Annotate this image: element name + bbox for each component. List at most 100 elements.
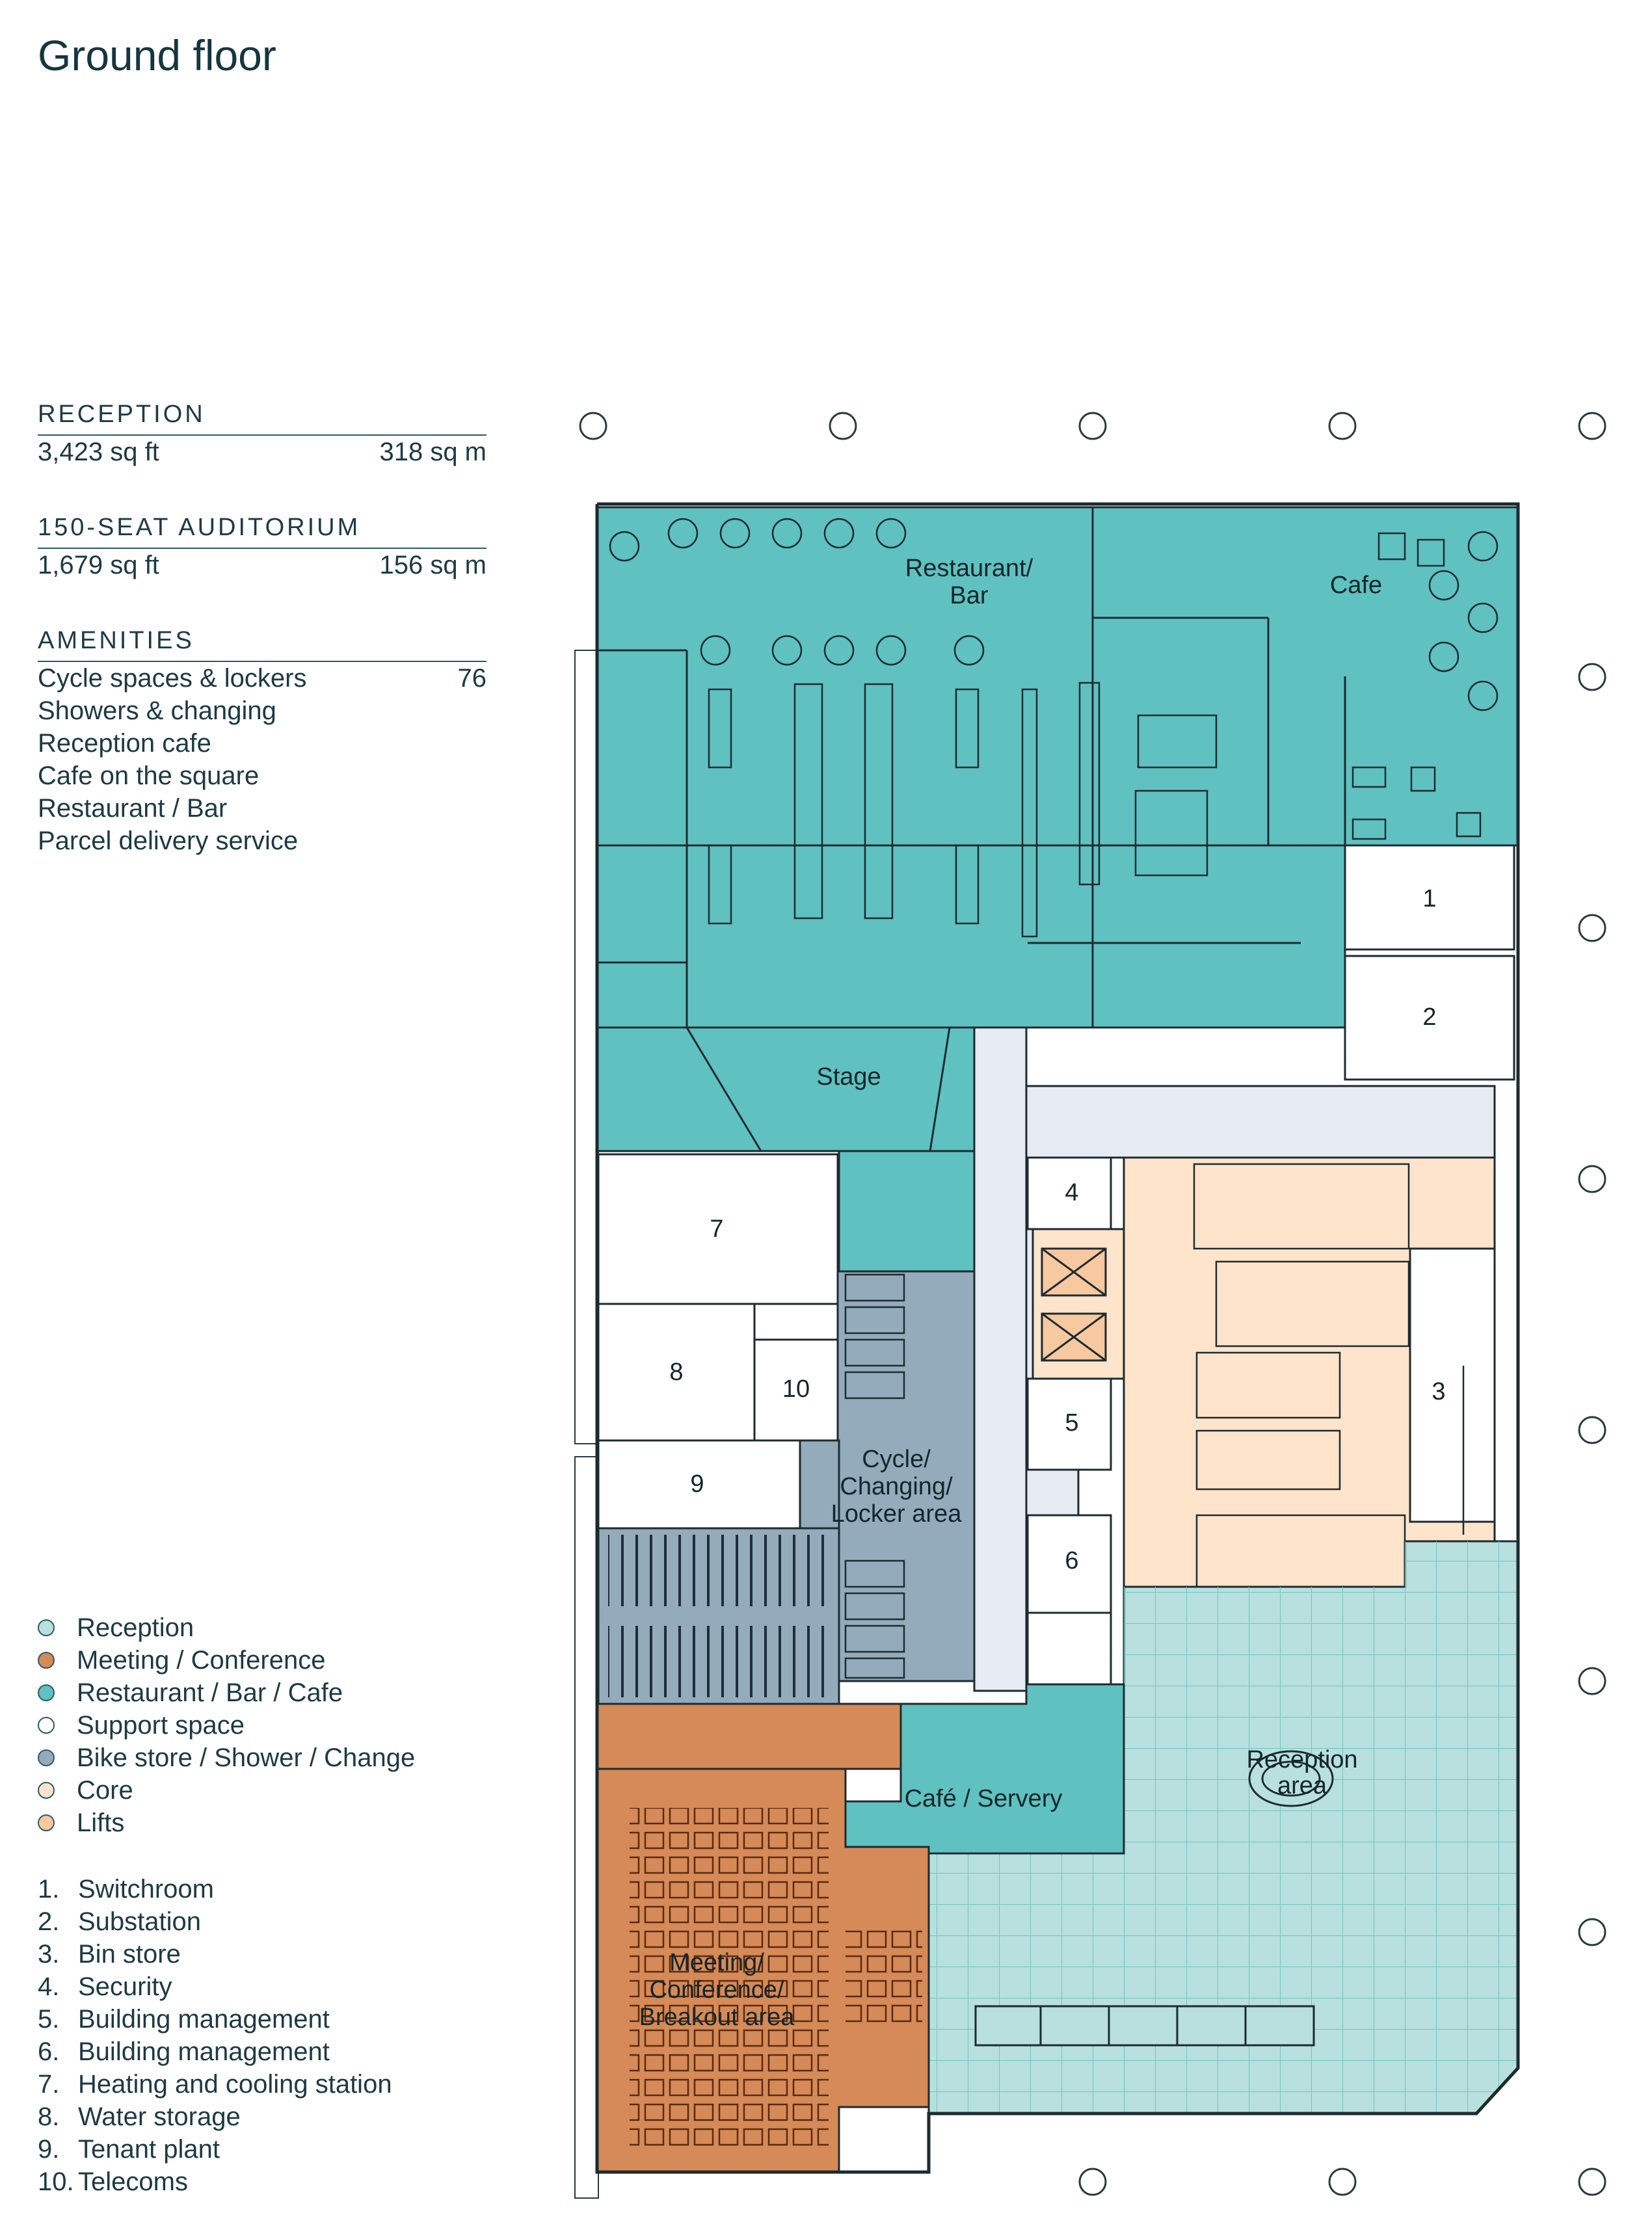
room-4 bbox=[1026, 1156, 1112, 1230]
key-number: 6. bbox=[38, 2037, 60, 2066]
amenity-item: Parcel delivery service bbox=[38, 827, 299, 855]
legend-label: Bike store / Shower / Change bbox=[77, 1743, 416, 1772]
reception-heading: RECEPTION bbox=[38, 398, 486, 436]
room-10 bbox=[753, 1338, 839, 1442]
room-3-label: 3 bbox=[1432, 1378, 1445, 1405]
meeting-label-2: Conference/ bbox=[649, 1976, 784, 2004]
key-item: 3. Bin store bbox=[38, 1938, 392, 1970]
stage-label: Stage bbox=[816, 1063, 881, 1091]
page-title: Ground floor bbox=[38, 31, 276, 79]
stage bbox=[685, 1026, 951, 1152]
legend-label: Lifts bbox=[77, 1808, 125, 1837]
key-label: Telecoms bbox=[78, 2168, 188, 2196]
auditorium-summary: 150-SEAT AUDITORIUM 1,679 sq ft 156 sq m bbox=[38, 511, 486, 581]
key-item: 1.Switchroom bbox=[38, 1873, 392, 1905]
legend-label: Restaurant / Bar / Cafe bbox=[77, 1678, 343, 1707]
lifts bbox=[1041, 1247, 1107, 1362]
room-7-label: 7 bbox=[710, 1215, 723, 1243]
support-rooms-west bbox=[597, 1153, 839, 1530]
key-label: Security bbox=[78, 1972, 172, 2001]
key-label: Tenant plant bbox=[78, 2135, 220, 2164]
cafe-servery-label: Café / Servery bbox=[905, 1785, 1063, 1812]
legend-item: Reception bbox=[38, 1611, 415, 1644]
legend-label: Support space bbox=[77, 1710, 245, 1740]
key-number: 3. bbox=[38, 1940, 60, 1969]
key-item: 2. Substation bbox=[38, 1905, 392, 1938]
key-number: 5. bbox=[38, 2005, 60, 2034]
key-number: 4. bbox=[38, 1972, 60, 2001]
building-outline bbox=[595, 502, 1520, 2174]
room-1 bbox=[1344, 844, 1515, 951]
amenity-item: Reception cafe bbox=[38, 729, 211, 758]
amenity-value: 76 bbox=[457, 664, 487, 693]
legend-swatch bbox=[38, 1684, 55, 1701]
key-label: Bin store bbox=[78, 1940, 181, 1969]
reception-area-label-2: area bbox=[1277, 1772, 1327, 1799]
key-label: Building management bbox=[78, 2005, 330, 2034]
support-rooms-east bbox=[1344, 844, 1515, 1081]
key-label: Heating and cooling station bbox=[78, 2070, 392, 2099]
key-number: 1. bbox=[38, 1875, 60, 1903]
legend-item: Lifts bbox=[38, 1807, 415, 1839]
key-number: 9. bbox=[38, 2135, 60, 2164]
amenities-summary: AMENITIES Cycle spaces & lockers 76 Show… bbox=[38, 624, 486, 857]
key-number: 8. bbox=[38, 2102, 60, 2131]
reception-sqft: 3,423 sq ft bbox=[38, 438, 159, 466]
auditorium-sqm: 156 sq m bbox=[379, 551, 486, 579]
room-6-label: 6 bbox=[1065, 1547, 1078, 1574]
room-6 bbox=[1026, 1514, 1112, 1614]
plan-labels: Restaurant/ Bar Cafe Stage Cycle/ Changi… bbox=[639, 555, 1446, 2031]
legend-label: Reception bbox=[77, 1613, 194, 1642]
key-item: 5. Building management bbox=[38, 2003, 392, 2036]
color-legend: Reception Meeting / Conference Restauran… bbox=[38, 1611, 415, 1839]
room-8-label: 8 bbox=[669, 1359, 683, 1386]
legend-item: Core bbox=[38, 1774, 415, 1807]
structural-columns bbox=[579, 412, 1606, 2196]
room-5 bbox=[1026, 1377, 1112, 1471]
auditorium-heading: 150-SEAT AUDITORIUM bbox=[38, 511, 486, 549]
amenity-item: Showers & changing bbox=[38, 696, 276, 725]
cycle-label-3: Locker area bbox=[831, 1500, 963, 1528]
key-item: 10.Telecoms bbox=[38, 2166, 392, 2198]
amenity-item: Cafe on the square bbox=[38, 762, 260, 790]
room-2-label: 2 bbox=[1422, 1003, 1436, 1031]
legend-swatch bbox=[38, 1782, 55, 1799]
room-key: 1.Switchroom 2. Substation 3. Bin store 4.… bbox=[38, 1873, 392, 2198]
room-10-label: 10 bbox=[782, 1375, 810, 1403]
room-9-label: 9 bbox=[690, 1470, 704, 1498]
room-8 bbox=[597, 1303, 756, 1442]
amenity-item: Restaurant / Bar bbox=[38, 794, 228, 823]
auditorium-area-row: 1,679 sq ft 156 sq m bbox=[38, 549, 486, 581]
cafe-label: Cafe bbox=[1330, 572, 1382, 599]
legend-item: Bike store / Shower / Change bbox=[38, 1742, 415, 1774]
key-item: 8.Water storage bbox=[38, 2101, 392, 2133]
legend-swatch bbox=[38, 1717, 55, 1734]
legend-label: Meeting / Conference bbox=[77, 1645, 326, 1675]
meeting-zone bbox=[596, 1703, 930, 2173]
restaurant-label-1: Restaurant/ bbox=[905, 555, 1033, 582]
room-5-label: 5 bbox=[1065, 1409, 1078, 1437]
reception-sqm: 318 sq m bbox=[379, 438, 486, 466]
facade-left bbox=[574, 650, 599, 2199]
meeting-label-3: Breakout area bbox=[639, 2004, 795, 2031]
reception-summary: RECEPTION 3,423 sq ft 318 sq m bbox=[38, 398, 486, 468]
room-2 bbox=[1344, 955, 1515, 1081]
legend-swatch bbox=[38, 1749, 55, 1766]
restaurant-walls bbox=[597, 507, 1346, 1029]
restaurant-furniture bbox=[609, 518, 1499, 938]
key-label: Substation bbox=[78, 1907, 202, 1936]
legend-item: Meeting / Conference bbox=[38, 1644, 415, 1677]
meeting-label-1: Meeting/ bbox=[669, 1949, 764, 1976]
cycle-label-1: Cycle/ bbox=[862, 1446, 931, 1473]
key-item: 9. Tenant plant bbox=[38, 2133, 392, 2166]
amenity-item: Cycle spaces & lockers 76 bbox=[38, 662, 486, 695]
key-item: 4. Security bbox=[38, 1970, 392, 2003]
room-1-label: 1 bbox=[1422, 885, 1436, 912]
reception-area-label-1: Reception bbox=[1246, 1746, 1357, 1773]
key-number: 10. bbox=[38, 2168, 74, 2196]
restaurant-zone bbox=[596, 506, 1519, 1282]
core-interior bbox=[1193, 1163, 1465, 1588]
changing-cubicles bbox=[844, 1273, 905, 1679]
key-number: 2. bbox=[38, 1907, 60, 1936]
